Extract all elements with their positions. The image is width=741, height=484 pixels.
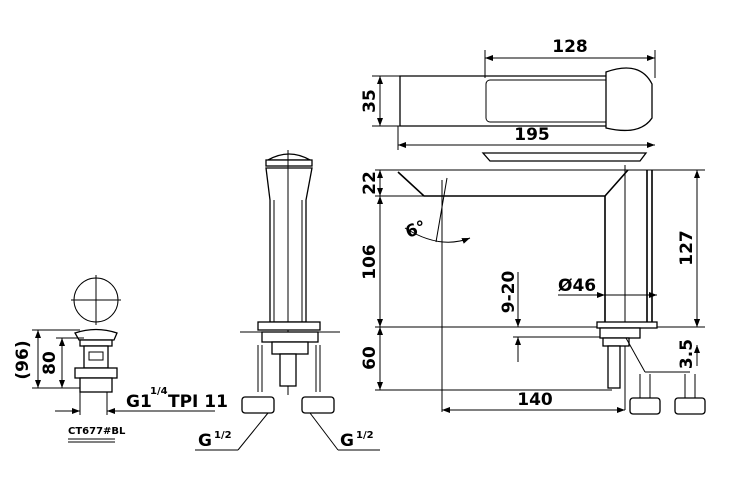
handle-length-dim: 128 (552, 37, 588, 57)
drain-cap (74, 328, 118, 341)
top-height-dim: 35 (360, 89, 380, 113)
reach-dim: 140 (517, 390, 553, 410)
hose-nut-right (301, 396, 335, 414)
top-view: 128 195 35 (360, 37, 656, 150)
drain-thread-suffix: TPI 11 (168, 392, 228, 412)
drain-thread-fraction: 1/4 (150, 386, 168, 397)
drain-body-dim: 80 (40, 351, 60, 375)
front-view: 6° 22 106 60 127 3.5 Ø46 9-20 140 (360, 152, 706, 415)
spout-height-dim: 22 (360, 171, 380, 195)
faucet-body-side (265, 167, 313, 323)
overall-length-dim: 195 (514, 125, 550, 145)
drain-thread-label: G1 (126, 392, 152, 412)
drain-view: (96) 80 G1 1/4 TPI 11 CT677#BL (13, 275, 228, 443)
outlet-height-dim: 106 (360, 244, 380, 280)
below-deck-dim: 60 (360, 346, 380, 370)
deck-thickness-dim: 9-20 (499, 271, 519, 314)
diameter-dim: Ø46 (558, 276, 596, 296)
total-height-dim: 127 (677, 230, 697, 266)
drain-overall-dim: (96) (13, 340, 33, 379)
hose-thread-left: G (198, 431, 212, 451)
hose-thread-right: G (340, 431, 354, 451)
hose-nut-left (241, 396, 275, 414)
model-number: CT677#BL (68, 426, 126, 437)
angle-label: 6° (403, 217, 429, 243)
side-view: G 1/2 G 1/2 (195, 150, 380, 451)
hose-thread-right-frac: 1/2 (356, 430, 374, 441)
lever-handle (481, 152, 648, 162)
spout (397, 169, 629, 197)
hose-thread-left-frac: 1/2 (214, 430, 232, 441)
gap-dim: 3.5 (677, 339, 697, 369)
